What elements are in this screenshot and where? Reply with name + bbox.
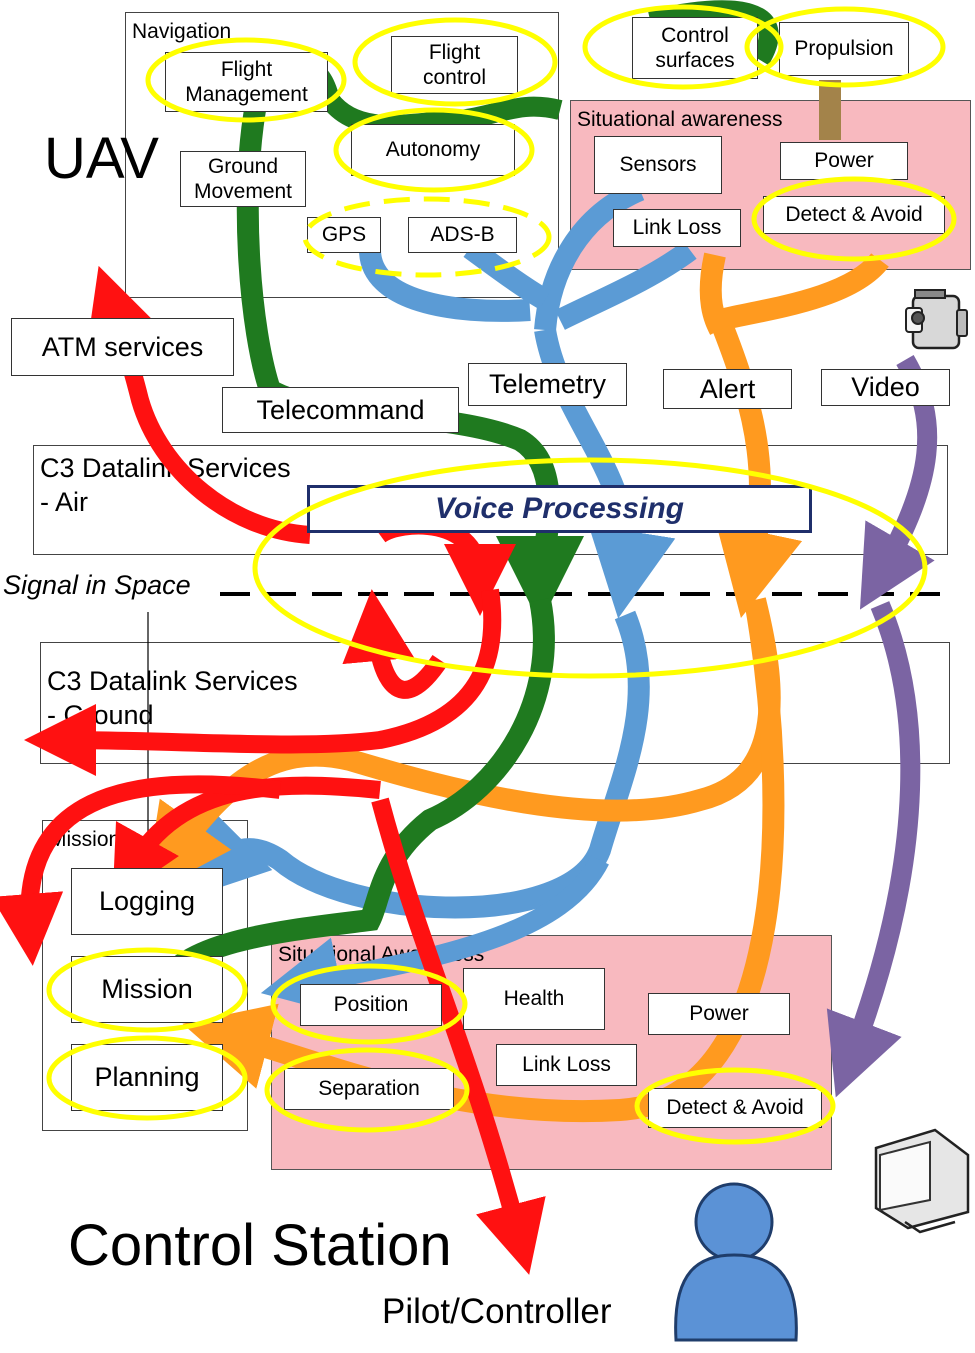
highlight-control-surfaces <box>582 4 784 90</box>
autonomy-box: Autonomy <box>351 124 515 176</box>
highlight-planning <box>46 1035 248 1121</box>
alert-box: Alert <box>663 369 792 409</box>
navigation-region: Navigation <box>125 12 559 298</box>
atm-flow-pilot <box>371 797 546 1275</box>
navigation-label: Navigation <box>132 20 232 43</box>
logging-box: Logging <box>71 868 223 935</box>
mission-group-label: Mission <box>49 828 121 851</box>
alert-flow-linkloss <box>699 252 730 335</box>
telemetry-flow-ground <box>178 610 650 919</box>
datalink-air-region: C3 Datalink Services - Air <box>33 445 948 555</box>
monitor-icon <box>874 1128 970 1234</box>
mission-box: Mission <box>71 956 223 1023</box>
atm-flow-mission <box>0 775 282 966</box>
voice-processing-box: Voice Processing <box>307 485 812 533</box>
highlight-propulsion <box>744 6 946 88</box>
highlight-flight-control <box>352 17 558 107</box>
highlight-gps-adsb <box>302 196 552 278</box>
pilot-avatar-icon <box>674 1182 798 1342</box>
position-box: Position <box>300 984 442 1026</box>
uav-sensors-box: Sensors <box>594 136 722 194</box>
highlight-station-detect-avoid <box>634 1067 836 1145</box>
propulsion-box: Propulsion <box>779 22 909 76</box>
gps-box: GPS <box>307 217 381 253</box>
atm-flow-voice-up <box>342 589 448 699</box>
pilot-controller-label: Pilot/Controller <box>382 1292 612 1331</box>
highlight-position <box>270 963 468 1045</box>
telemetry-box: Telemetry <box>468 363 627 406</box>
control-surfaces-box: Control surfaces <box>632 17 758 79</box>
station-detect-avoid-box: Detect & Avoid <box>648 1088 822 1128</box>
uav-situational-awareness-label: Situational awareness <box>577 108 783 131</box>
station-link-loss-box: Link Loss <box>496 1044 637 1086</box>
planning-box: Planning <box>71 1044 223 1111</box>
uav-title: UAV <box>44 126 159 191</box>
datalink-ground-label: C3 Datalink Services - Ground <box>47 666 298 730</box>
uav-link-loss-box: Link Loss <box>613 209 741 247</box>
highlight-separation <box>264 1047 470 1133</box>
atm-services-box: ATM services <box>11 318 234 376</box>
video-box: Video <box>821 369 950 406</box>
flight-control-box: Flight control <box>391 36 518 94</box>
video-flow-ground <box>826 601 921 1098</box>
telemetry-flow-sensors <box>534 179 645 332</box>
highlight-voice-processing <box>252 457 928 679</box>
atm-flow-ground <box>24 588 502 777</box>
separation-box: Separation <box>284 1068 454 1110</box>
health-box: Health <box>463 968 605 1030</box>
video-camera-icon <box>905 289 968 350</box>
signal-in-space-label: Signal in Space <box>3 570 191 600</box>
telemetry-flow-link <box>555 241 697 330</box>
control-station-title: Control Station <box>68 1213 452 1278</box>
ads-b-box: ADS-B <box>408 217 517 253</box>
highlight-uav-detect-avoid <box>751 176 957 262</box>
highlight-autonomy <box>333 107 535 193</box>
station-power-box: Power <box>648 993 790 1035</box>
flight-management-box: Flight Management <box>165 52 328 112</box>
highlight-mission <box>46 947 248 1033</box>
telecommand-box: Telecommand <box>222 387 459 433</box>
uav-detect-avoid-box: Detect & Avoid <box>763 196 945 234</box>
telemetry-flow-gps <box>359 248 531 322</box>
highlight-flight-management <box>145 37 347 123</box>
telecommand-flow-propulsion <box>647 0 779 66</box>
ground-movement-box: Ground Movement <box>180 151 306 207</box>
uav-power-box: Power <box>780 142 908 180</box>
telemetry-flow-adsb <box>463 239 551 310</box>
datalink-air-label: C3 Datalink Services - Air <box>40 453 291 517</box>
telemetry-flow-position <box>260 855 609 1017</box>
